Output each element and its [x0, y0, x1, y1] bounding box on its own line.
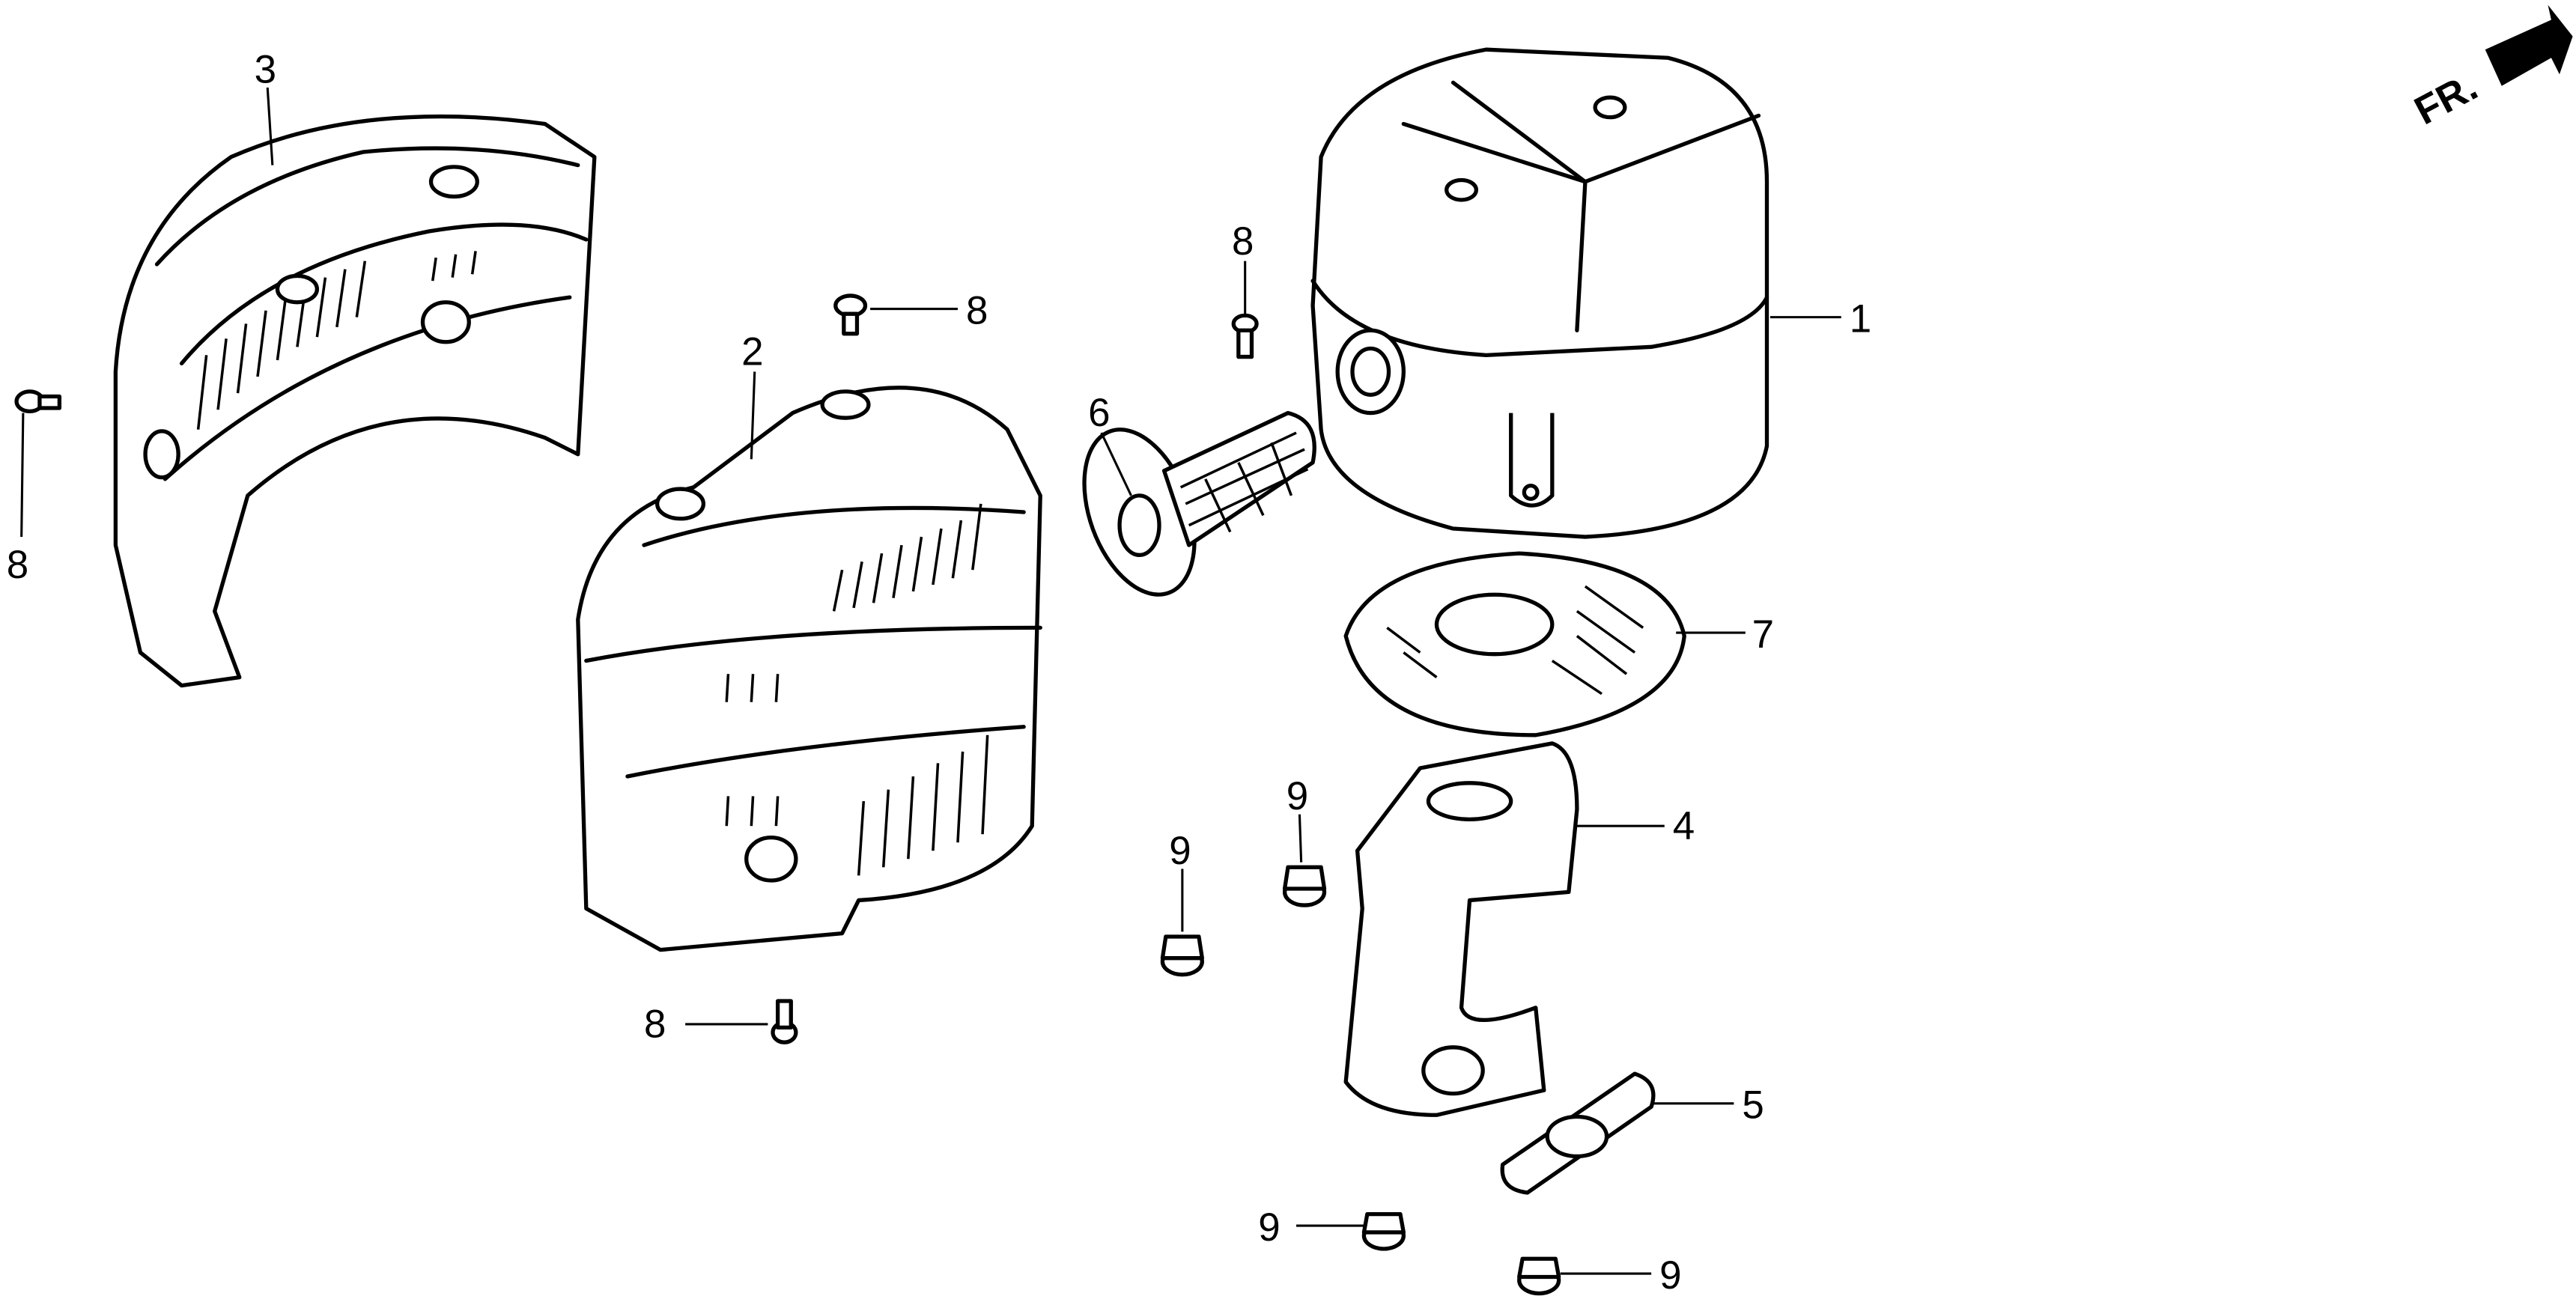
callout-8: 8 — [870, 288, 988, 332]
part-muffler-gasket — [1343, 551, 1686, 737]
flange-bolts — [14, 293, 1259, 1044]
callout-9: 9 — [1169, 829, 1191, 932]
bolt-icon — [771, 999, 798, 1044]
svg-text:7: 7 — [1752, 612, 1774, 657]
bolt-icon — [1231, 313, 1259, 359]
callout-8: 8 — [7, 413, 28, 587]
arrow-icon — [2485, 4, 2573, 86]
part-spark-arrester — [1082, 410, 1316, 597]
bolt-icon — [833, 293, 868, 336]
nut-icon — [1160, 934, 1204, 977]
callout-3: 3 — [255, 47, 276, 165]
callout-9: 9 — [1258, 1205, 1364, 1250]
svg-text:5: 5 — [1742, 1083, 1764, 1128]
svg-text:1: 1 — [1850, 296, 1871, 341]
callout-7: 7 — [1676, 612, 1774, 657]
callout-4: 4 — [1576, 804, 1695, 848]
svg-text:2: 2 — [741, 330, 763, 374]
svg-text:9: 9 — [1258, 1205, 1280, 1250]
svg-text:8: 8 — [966, 288, 988, 332]
callout-9: 9 — [1560, 1253, 1682, 1298]
callout-5: 5 — [1651, 1083, 1764, 1128]
nut-icon — [1282, 865, 1327, 907]
callout-6: 6 — [1088, 391, 1132, 496]
svg-text:8: 8 — [644, 1003, 666, 1047]
callouts: 1 2 3 4 5 6 7 8 8 8 8 9 9 9 9 — [7, 47, 1871, 1298]
callout-9: 9 — [1287, 774, 1308, 863]
part-exhaust-pipe — [1343, 741, 1579, 1117]
svg-text:9: 9 — [1287, 774, 1308, 818]
flange-nuts — [1160, 865, 1561, 1296]
part-muffler — [1310, 47, 1770, 539]
svg-text:8: 8 — [7, 543, 28, 587]
svg-text:6: 6 — [1088, 391, 1110, 435]
bolt-icon — [14, 389, 62, 414]
part-muffler-cover — [113, 114, 597, 688]
svg-text:8: 8 — [1232, 219, 1254, 264]
front-direction-arrow: FR. — [2408, 4, 2573, 133]
callout-2: 2 — [741, 330, 764, 460]
svg-text:4: 4 — [1673, 804, 1695, 848]
callout-1: 1 — [1770, 296, 1871, 341]
callout-8: 8 — [644, 1003, 768, 1047]
callout-8: 8 — [1232, 219, 1254, 314]
part-exhaust-gasket — [1500, 1071, 1656, 1195]
svg-text:3: 3 — [255, 47, 276, 91]
nut-icon — [1361, 1212, 1406, 1251]
svg-text:9: 9 — [1169, 829, 1191, 873]
nut-icon — [1517, 1256, 1561, 1296]
part-muffler-protector — [576, 386, 1042, 952]
direction-label: FR. — [2408, 64, 2485, 133]
svg-text:9: 9 — [1659, 1253, 1681, 1298]
